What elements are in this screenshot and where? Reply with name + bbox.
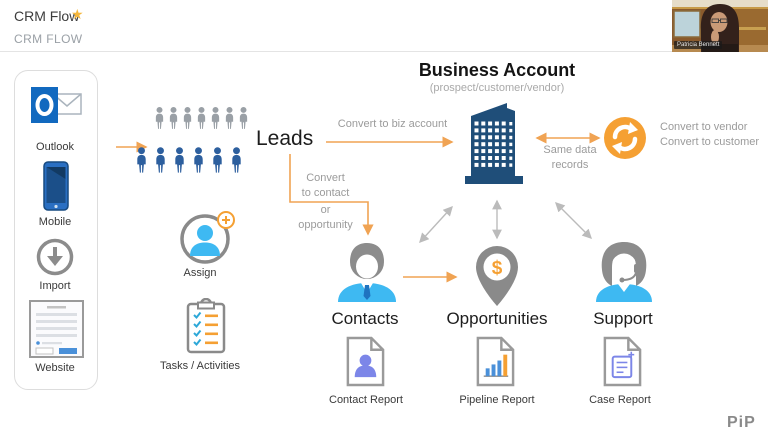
support-icon xyxy=(596,242,652,302)
contacts-icon xyxy=(338,243,396,302)
convert-vendor-label: Convert to vendor xyxy=(660,121,748,133)
import-icon xyxy=(36,238,74,276)
contacts-label: Contacts xyxy=(331,309,399,328)
account-contacts-link xyxy=(419,205,453,244)
pipeline-report-icon xyxy=(476,336,515,387)
pipeline-report-label: Pipeline Report xyxy=(459,394,535,406)
business-account-title: Business Account xyxy=(418,60,576,80)
header-divider xyxy=(0,51,672,52)
convert-biz-label: Convert to biz account xyxy=(337,118,448,130)
opportunities-icon: $ xyxy=(476,246,518,306)
participant-name-label: Patricia Bennett xyxy=(674,41,723,49)
case-report-icon xyxy=(603,336,642,387)
sidebar-item-outlook: Outlook xyxy=(36,141,74,153)
same-data-line1: Same data xyxy=(543,144,597,156)
opportunities-label: Opportunities xyxy=(446,309,548,328)
same-data-line2: records xyxy=(551,159,589,171)
dollar-symbol: $ xyxy=(492,258,503,279)
favorite-star-icon[interactable]: ★ xyxy=(71,6,84,22)
building-icon xyxy=(465,103,523,184)
assign-icon xyxy=(180,211,235,264)
flow-name-field[interactable]: CRM FLOW xyxy=(14,32,83,46)
tasks-label: Tasks / Activities xyxy=(159,360,241,372)
webcam-video xyxy=(672,0,768,52)
support-label: Support xyxy=(593,309,653,328)
assign-label: Assign xyxy=(183,267,217,279)
leads-label: Leads xyxy=(256,127,314,150)
business-account-subtitle: (prospect/customer/vendor) xyxy=(429,82,565,94)
account-support-link xyxy=(555,202,592,239)
page-title: CRM Flow xyxy=(14,8,80,24)
convert-customer-label: Convert to customer xyxy=(660,136,760,148)
sidebar-item-website: Website xyxy=(35,362,75,374)
sidebar-item-import: Import xyxy=(39,280,71,292)
pip-watermark: PiP xyxy=(727,414,756,430)
convert-contact-line4: opportunity xyxy=(298,219,353,231)
tasks-icon xyxy=(186,298,226,354)
sync-icon xyxy=(604,117,646,159)
mobile-icon xyxy=(43,161,69,211)
convert-contact-line1: Convert xyxy=(306,172,345,184)
building-windows xyxy=(474,121,513,167)
webcam-overlay[interactable]: Patricia Bennett xyxy=(672,0,768,52)
outlook-icon xyxy=(31,87,82,123)
contact-report-label: Contact Report xyxy=(329,394,403,406)
case-report-label: Case Report xyxy=(589,394,651,406)
convert-contact-line3: or xyxy=(320,204,331,216)
crowd-row-gray xyxy=(153,101,250,135)
convert-contact-line2: to contact xyxy=(301,187,350,199)
website-form-icon xyxy=(29,300,84,358)
contact-report-icon xyxy=(346,336,385,387)
crowd-row-blue xyxy=(134,140,244,180)
sidebar-item-mobile: Mobile xyxy=(38,216,72,228)
